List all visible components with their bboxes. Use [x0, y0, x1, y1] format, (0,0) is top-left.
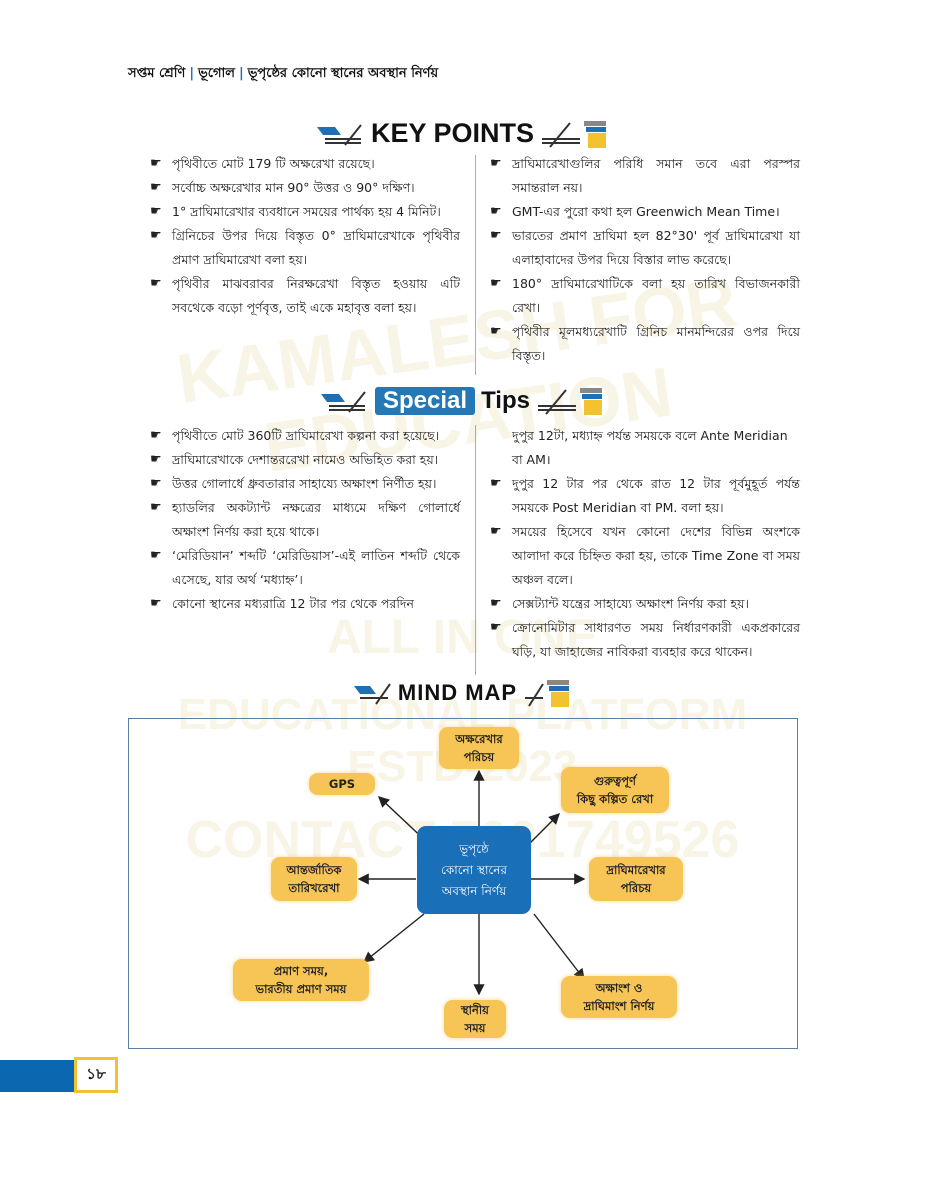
pointing-hand-icon: ☛: [150, 452, 162, 467]
book-stack-icon: [542, 120, 607, 148]
list-item: ☛হ্যাডলির অকট্যান্ট নক্ষত্রের মাধ্যমে দক…: [150, 496, 460, 544]
class-label: সপ্তম শ্রেণি: [128, 66, 186, 81]
list-item: ☛গ্রিনিচের উপর দিয়ে বিস্তৃত 0° দ্রাঘিমা…: [150, 224, 460, 272]
pointing-hand-icon: ☛: [490, 156, 502, 171]
pointing-hand-icon: ☛: [150, 428, 162, 443]
special-tips-highlight: Special: [375, 387, 476, 415]
pointing-hand-icon: ☛: [490, 596, 502, 611]
column-divider: [475, 155, 476, 375]
node-gps: GPS: [309, 773, 375, 795]
key-points-columns: ☛পৃথিবীতে মোট 179 টি অক্ষরেখা রয়েছে। ☛স…: [150, 152, 800, 368]
pointing-hand-icon: ☛: [150, 476, 162, 491]
mind-map-heading: MIND MAP: [0, 678, 925, 708]
pointing-hand-icon: ☛: [490, 204, 502, 219]
pen-lines-icon: [353, 683, 391, 705]
key-points-left: ☛পৃথিবীতে মোট 179 টি অক্ষরেখা রয়েছে। ☛স…: [150, 152, 460, 368]
list-item: ☛ক্রোনোমিটার সাধারণত সময় নির্ধারণকারী এ…: [490, 616, 800, 664]
list-item: ☛পৃথিবীতে মোট 360টি দ্রাঘিমারেখা কল্পনা …: [150, 424, 460, 448]
pointing-hand-icon: ☛: [150, 276, 162, 291]
pointing-hand-icon: ☛: [150, 548, 162, 563]
list-item: ☛1° দ্রাঘিমারেখার ব্যবধানে সময়ের পার্থক…: [150, 200, 460, 224]
pointing-hand-icon: ☛: [150, 500, 162, 515]
node-local-time: স্থানীয়সময়: [444, 1000, 506, 1038]
list-item: ☛পৃথিবীর মূলমধ্যরেখাটি গ্রিনিচ মানমন্দির…: [490, 320, 800, 368]
key-points-heading: KEY POINTS: [0, 118, 925, 149]
pointing-hand-icon: ☛: [490, 324, 502, 339]
mind-map-title: MIND MAP: [397, 680, 518, 705]
list-item: ☛GMT-এর পুরো কথা হল Greenwich Mean Time।: [490, 200, 800, 224]
pointing-hand-icon: ☛: [490, 620, 502, 635]
list-item: ☛সর্বোচ্চ অক্ষরেখার মান 90° উত্তর ও 90° …: [150, 176, 460, 200]
pen-lines-icon: [316, 123, 362, 146]
list-item: ☛পৃথিবীতে মোট 179 টি অক্ষরেখা রয়েছে।: [150, 152, 460, 176]
page-header: সপ্তম শ্রেণি|ভূগোল|ভূপৃষ্ঠের কোনো স্থানে…: [128, 64, 438, 85]
list-item: ☛সময়ের হিসেবে যখন কোনো দেশের বিভিন্ন অং…: [490, 520, 800, 592]
pointing-hand-icon: ☛: [150, 180, 162, 195]
list-item: ☛সেক্সট্যান্ট যন্ত্রের সাহায্যে অক্ষাংশ …: [490, 592, 800, 616]
pointing-hand-icon: ☛: [490, 524, 502, 539]
pointing-hand-icon: ☛: [150, 156, 162, 171]
list-item: ☛উত্তর গোলার্ধে ধ্রুবতারার সাহায্যে অক্ষ…: [150, 472, 460, 496]
list-item: ☛ভারতের প্রমাণ দ্রাঘিমা হল 82°30' পূর্ব …: [490, 224, 800, 272]
special-tips-heading: Special Tips: [0, 386, 925, 416]
special-tips-columns: ☛পৃথিবীতে মোট 360টি দ্রাঘিমারেখা কল্পনা …: [150, 424, 800, 664]
arrow-important: [528, 813, 560, 845]
node-standard-time: প্রমাণ সময়,ভারতীয় প্রমাণ সময়: [233, 959, 369, 1001]
list-item: ☛দুপুর 12 টার পর থেকে রাত 12 টার পূর্বমু…: [490, 472, 800, 520]
chapter-label: ভূপৃষ্ঠের কোনো স্থানের অবস্থান নির্ণয়: [247, 66, 439, 81]
page-number: ১৮: [74, 1057, 118, 1093]
special-tips-title: Tips: [481, 387, 530, 414]
column-divider: [475, 425, 476, 675]
book-stack-icon: [537, 388, 602, 415]
key-points-right: ☛দ্রাঘিমারেখাগুলির পরিধি সমান তবে এরা পর…: [490, 152, 800, 368]
list-item: ☛দ্রাঘিমারেখাকে দেশান্তররেখা নামেও অভিহি…: [150, 448, 460, 472]
list-item: ☛180° দ্রাঘিমারেখাটিকে বলা হয় তারিখ বিভ…: [490, 272, 800, 320]
key-points-title: KEY POINTS: [370, 118, 535, 148]
pointing-hand-icon: ☛: [490, 228, 502, 243]
pen-lines-icon: [321, 391, 366, 413]
book-stack-icon: [525, 680, 570, 707]
pointing-hand-icon: ☛: [150, 596, 162, 611]
pointing-hand-icon: ☛: [490, 276, 502, 291]
arrow-lat-long: [533, 913, 585, 981]
special-tips-right: দুপুর 12টা, মধ্যাহ্ন পর্যন্ত সময়কে বলে …: [490, 424, 800, 664]
pointing-hand-icon: ☛: [150, 204, 162, 219]
list-item: ☛কোনো স্থানের মধ্যরাত্রি 12 টার পর থেকে …: [150, 592, 460, 616]
list-item: ☛দ্রাঘিমারেখাগুলির পরিধি সমান তবে এরা পর…: [490, 152, 800, 200]
list-item-continuation: দুপুর 12টা, মধ্যাহ্ন পর্যন্ত সময়কে বলে …: [512, 428, 788, 467]
separator: |: [189, 66, 195, 81]
special-tips-left: ☛পৃথিবীতে মোট 360টি দ্রাঘিমারেখা কল্পনা …: [150, 424, 460, 664]
pointing-hand-icon: ☛: [490, 476, 502, 491]
list-item: ☛পৃথিবীর মাঝবরাবর নিরক্ষরেখা বিস্তৃত হওয…: [150, 272, 460, 320]
subject-label: ভূগোল: [198, 66, 235, 81]
separator: |: [238, 66, 244, 81]
list-item: ☛‘মেরিডিয়ান’ শব্দটি ‘মেরিডিয়াস’-এই লাত…: [150, 544, 460, 592]
arrow-standard-time: [362, 913, 425, 963]
pointing-hand-icon: ☛: [150, 228, 162, 243]
